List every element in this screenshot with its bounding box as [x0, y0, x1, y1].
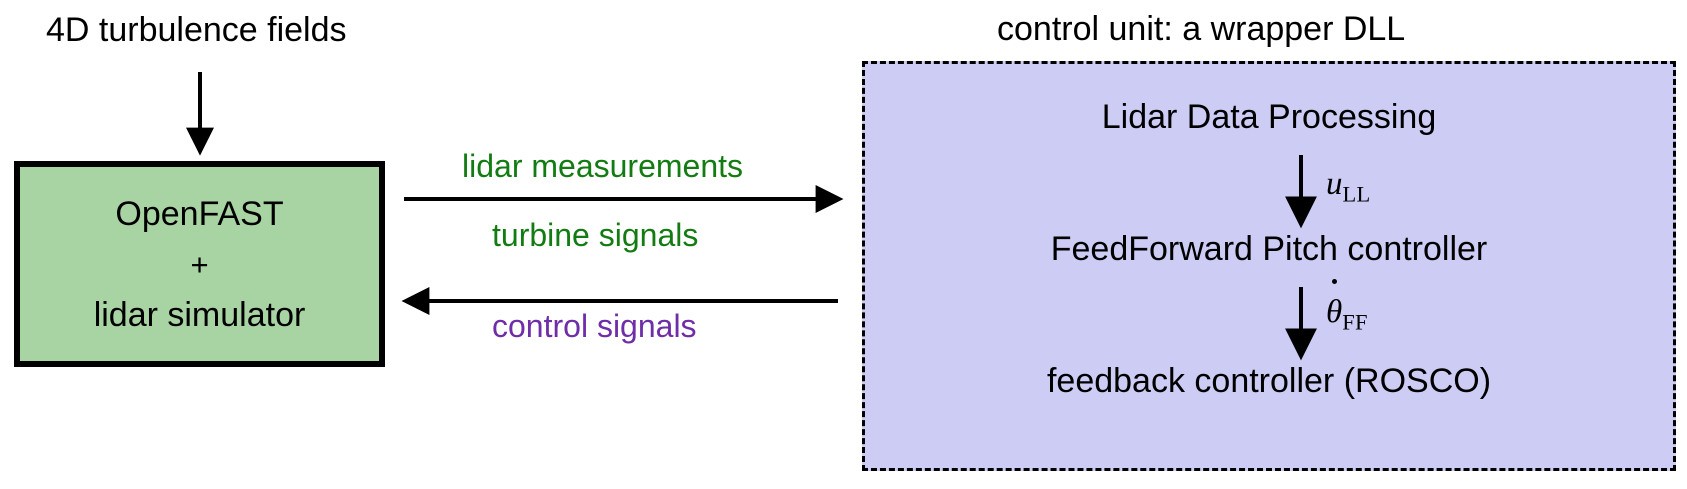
openfast-simulation-box: OpenFAST + lidar simulator [14, 161, 385, 367]
label-control-unit-wrapper-dll: control unit: a wrapper DLL [997, 10, 1406, 48]
link-label-turbine-signals: turbine signals [492, 217, 699, 253]
signal-symbol-u: u [1326, 166, 1343, 202]
signal-label-theta-dot-ff: θFF [1326, 278, 1368, 335]
signal-subscript-ff: FF [1342, 309, 1368, 335]
signal-label-u-ll: uLL [1326, 168, 1371, 206]
openfast-box-line-1: OpenFAST [115, 194, 284, 233]
signal-symbol-theta: θ [1326, 294, 1343, 330]
openfast-box-plus-sign: + [190, 246, 209, 282]
stage-feedforward-pitch-controller: FeedForward Pitch controller [1050, 230, 1488, 268]
link-label-lidar-measurements: lidar measurements [462, 148, 743, 184]
signal-symbol-theta-wrap: θ [1326, 278, 1343, 330]
stage-feedback-controller-rosco: feedback controller (ROSCO) [1046, 362, 1492, 400]
openfast-box-line-3: lidar simulator [93, 295, 306, 334]
label-4d-turbulence-fields: 4D turbulence fields [46, 11, 347, 49]
stage-lidar-data-processing: Lidar Data Processing [1101, 98, 1437, 136]
control-unit-box: Lidar Data Processing FeedForward Pitch … [862, 61, 1676, 471]
link-label-control-signals: control signals [492, 308, 697, 344]
signal-subscript-ll: LL [1342, 181, 1371, 207]
time-derivative-dot-icon [1332, 278, 1338, 284]
